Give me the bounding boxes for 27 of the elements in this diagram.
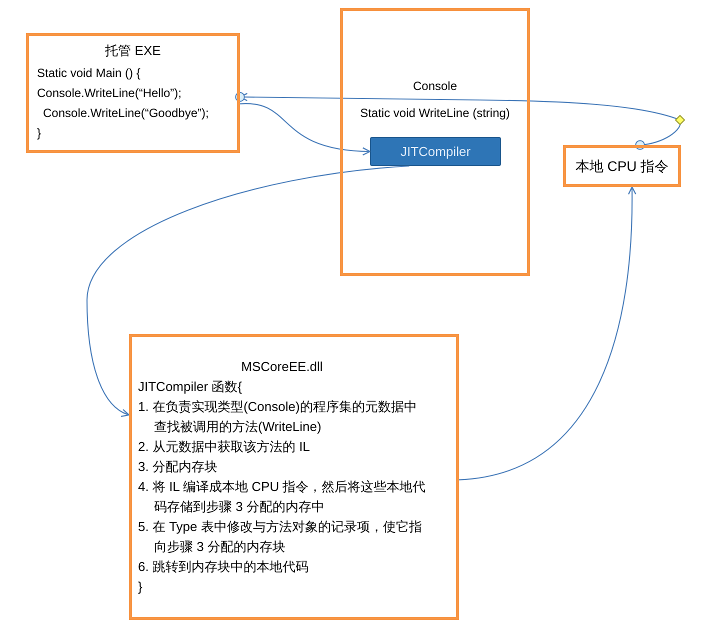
arrow: [240, 103, 371, 156]
box-title: Console: [412, 78, 458, 94]
arrow: [235, 92, 686, 150]
instruction-box: [563, 145, 681, 187]
list-item: 5. 在 Type 表中修改与方法对象的记录项，使它指向步骤 3 分配的内存块: [138, 518, 423, 556]
box-label: JITCompiler: [400, 144, 471, 160]
code-line: Console.WriteLine(“Hello”);: [37, 85, 182, 102]
class-box: [340, 8, 530, 276]
code-line: Static void WriteLine (string): [360, 105, 510, 121]
compiler-box: [370, 137, 501, 166]
arrow: [458, 186, 636, 480]
list-item: 4. 将 IL 编译成本地 CPU 指令，然后将这些本地代码存储到步骤 3 分配的内存中: [138, 478, 426, 516]
list-item: 6. 跳转到内存块中的本地代码: [138, 558, 310, 576]
list-item: 1. 在负责实现类型(Console)的程序集的元数据中查找被调用的方法(WriteLine): [138, 398, 418, 436]
code-line: Console.WriteLine(“Goodbye”);: [43, 105, 209, 122]
code-line: }: [138, 578, 142, 596]
arrow: [86, 165, 410, 416]
list-item: 3. 分配内存块: [138, 458, 218, 476]
box-title: 托管 EXE: [105, 42, 161, 60]
code-line: }: [37, 125, 42, 142]
code-box: [26, 33, 240, 153]
box-title: MSCoreEE.dll: [241, 358, 323, 376]
list-item: 2. 从元数据中获取该方法的 IL: [138, 438, 311, 456]
code-line: Static void Main () {: [37, 65, 140, 82]
code-line: JITCompiler 函数{: [138, 378, 242, 396]
function-box: [129, 334, 459, 620]
box-label: 本地 CPU 指令: [575, 157, 669, 175]
